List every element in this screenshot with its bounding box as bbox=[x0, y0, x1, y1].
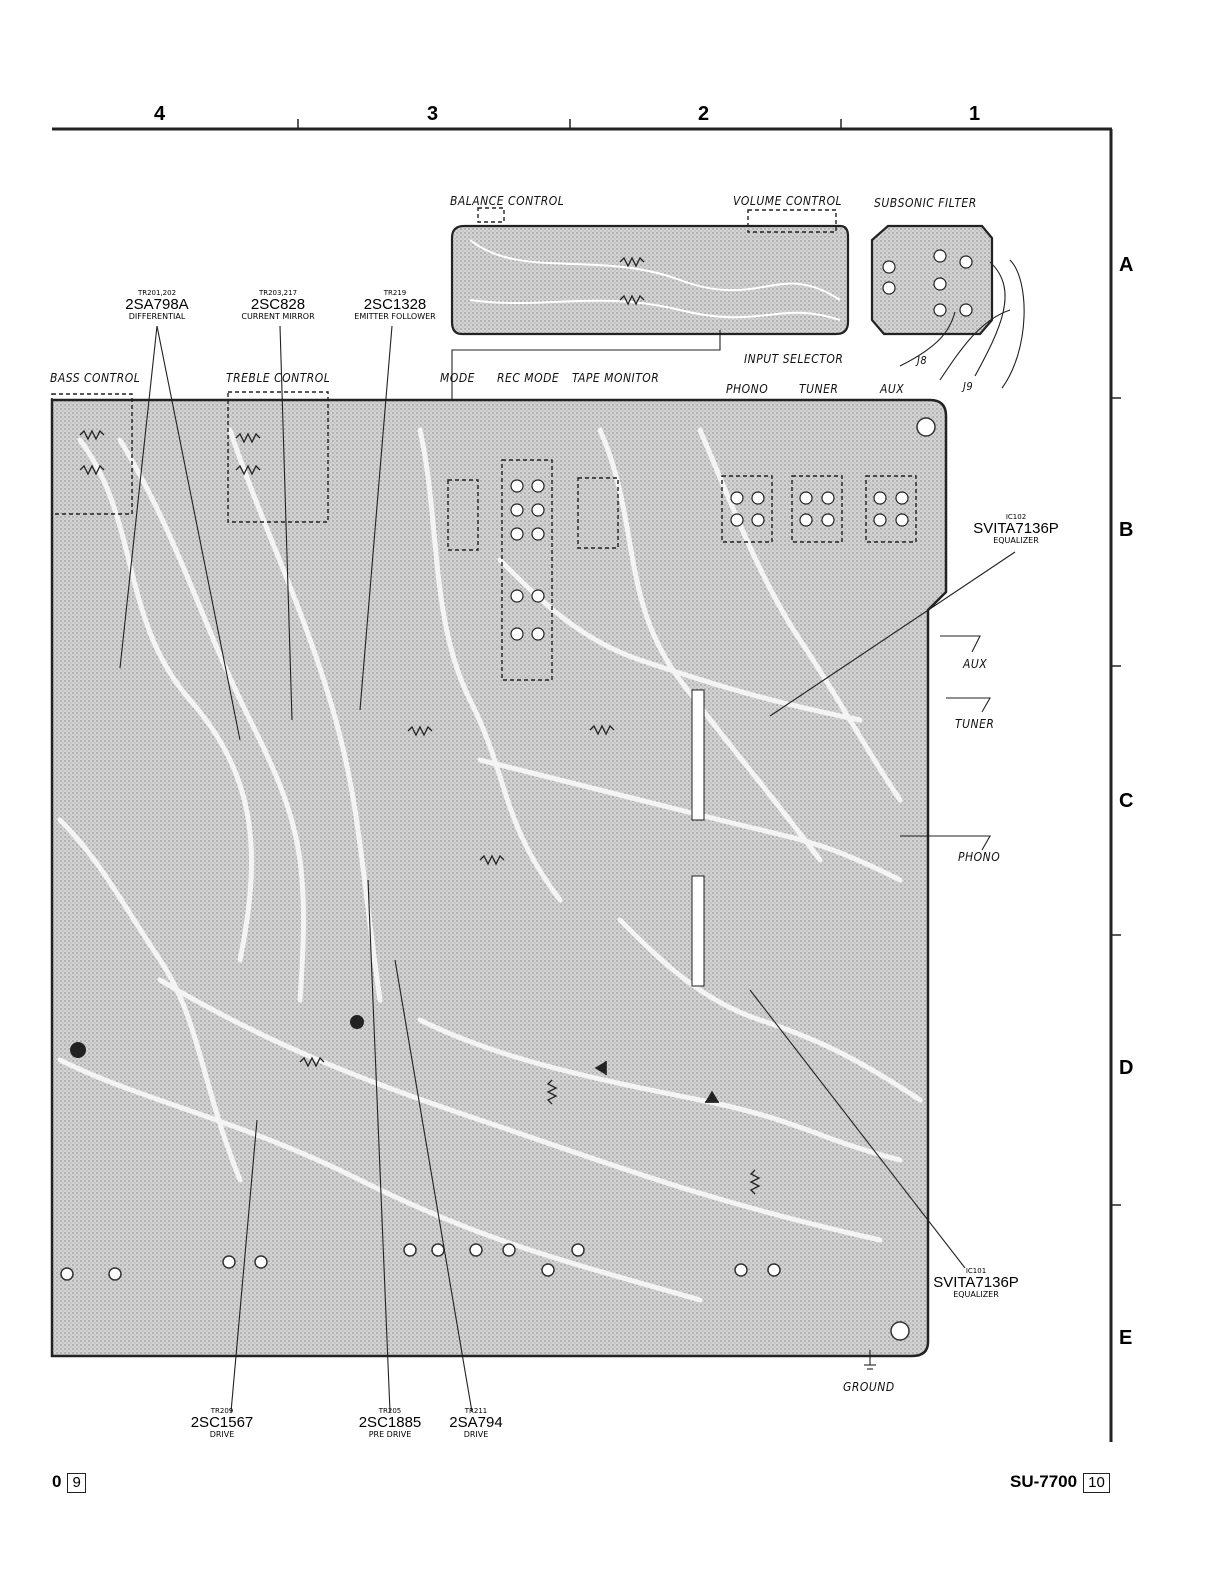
bass-control-label: BASS CONTROL bbox=[50, 371, 141, 385]
grid-row-c: C bbox=[1119, 790, 1134, 812]
treble-control-label: TREBLE CONTROL bbox=[226, 371, 331, 385]
tr203-id: TR203,217 bbox=[258, 289, 298, 297]
ic102-number: SVITA7136P bbox=[973, 520, 1059, 538]
grid-row-e: E bbox=[1119, 1327, 1133, 1349]
tr203-role: CURRENT MIRROR bbox=[241, 312, 315, 322]
tr205-number: 2SC1885 bbox=[358, 1414, 422, 1432]
jack-j8-label: J8 bbox=[917, 354, 928, 367]
page-number-right: SU-7700 10 bbox=[1010, 1472, 1110, 1493]
tr211-id: TR211 bbox=[464, 1407, 488, 1415]
tr219-id: TR219 bbox=[383, 289, 407, 297]
input-aux-label: AUX bbox=[880, 382, 905, 396]
tr201-id: TR201,202 bbox=[137, 289, 177, 297]
aux-input-label: AUX bbox=[963, 657, 988, 671]
tr205-callout: TR205 2SC1885 PRE DRIVE bbox=[350, 1407, 430, 1440]
ic102-callout: IC102 SVITA7136P EQUALIZER bbox=[966, 513, 1066, 546]
tr211-callout: TR211 2SA794 DRIVE bbox=[436, 1407, 516, 1440]
subsonic-filter-label: SUBSONIC FILTER bbox=[874, 196, 977, 210]
tr211-role: DRIVE bbox=[463, 1430, 489, 1440]
tr203-number: 2SC828 bbox=[250, 296, 306, 314]
tape-monitor-label: TAPE MONITOR bbox=[572, 371, 660, 385]
input-phono-label: PHONO bbox=[726, 382, 769, 396]
tr211-number: 2SA794 bbox=[449, 1414, 503, 1432]
tr201-number: 2SA798A bbox=[125, 296, 189, 314]
mode-label: MODE bbox=[440, 371, 475, 385]
rec-mode-label: REC MODE bbox=[497, 371, 560, 385]
grid-row-b: B bbox=[1119, 519, 1134, 541]
ic101-role: EQUALIZER bbox=[953, 1290, 999, 1300]
tr209-number: 2SC1567 bbox=[190, 1414, 254, 1432]
grid-column-3: 3 bbox=[427, 103, 439, 125]
balance-control-label: BALANCE CONTROL bbox=[450, 194, 565, 208]
page-number-left-digit: 0 bbox=[52, 1472, 62, 1491]
tr209-id: TR209 bbox=[210, 1407, 234, 1415]
ground-label: GROUND bbox=[843, 1380, 895, 1394]
page-number-left-box: 9 bbox=[67, 1473, 86, 1493]
grid-column-4: 4 bbox=[154, 103, 166, 125]
tr209-callout: TR209 2SC1567 DRIVE bbox=[182, 1407, 262, 1440]
ic102-role: EQUALIZER bbox=[993, 536, 1039, 546]
ic101-id: IC101 bbox=[965, 1267, 987, 1275]
tr205-role: PRE DRIVE bbox=[368, 1430, 412, 1440]
grid-row-d: D bbox=[1119, 1057, 1134, 1079]
ic101-callout: IC101 SVITA7136P EQUALIZER bbox=[926, 1267, 1026, 1300]
tr219-role: EMITTER FOLLOWER bbox=[354, 312, 436, 322]
tr203-callout: TR203,217 2SC828 CURRENT MIRROR bbox=[226, 289, 330, 322]
volume-control-label: VOLUME CONTROL bbox=[733, 194, 843, 208]
tr201-role: DIFFERENTIAL bbox=[128, 312, 186, 322]
tr205-id: TR205 bbox=[378, 1407, 402, 1415]
grid-column-2: 2 bbox=[698, 103, 710, 125]
input-selector-label: INPUT SELECTOR bbox=[744, 352, 844, 366]
tr219-callout: TR219 2SC1328 EMITTER FOLLOWER bbox=[340, 289, 450, 322]
grid-row-a: A bbox=[1119, 254, 1134, 276]
input-tuner-label: TUNER bbox=[799, 382, 839, 396]
grid-column-1: 1 bbox=[969, 103, 981, 125]
ic101-number: SVITA7136P bbox=[933, 1274, 1019, 1292]
tr201-callout: TR201,202 2SA798A DIFFERENTIAL bbox=[112, 289, 202, 322]
page-number-right-box: 10 bbox=[1083, 1473, 1110, 1493]
tuner-input-label: TUNER bbox=[955, 717, 995, 731]
ic102-id: IC102 bbox=[1005, 513, 1027, 521]
jack-j9-label: J9 bbox=[963, 380, 974, 393]
tr209-role: DRIVE bbox=[209, 1430, 235, 1440]
phono-input-label: PHONO bbox=[958, 850, 1001, 864]
model-number: SU-7700 bbox=[1010, 1472, 1078, 1491]
tr219-number: 2SC1328 bbox=[363, 296, 427, 314]
